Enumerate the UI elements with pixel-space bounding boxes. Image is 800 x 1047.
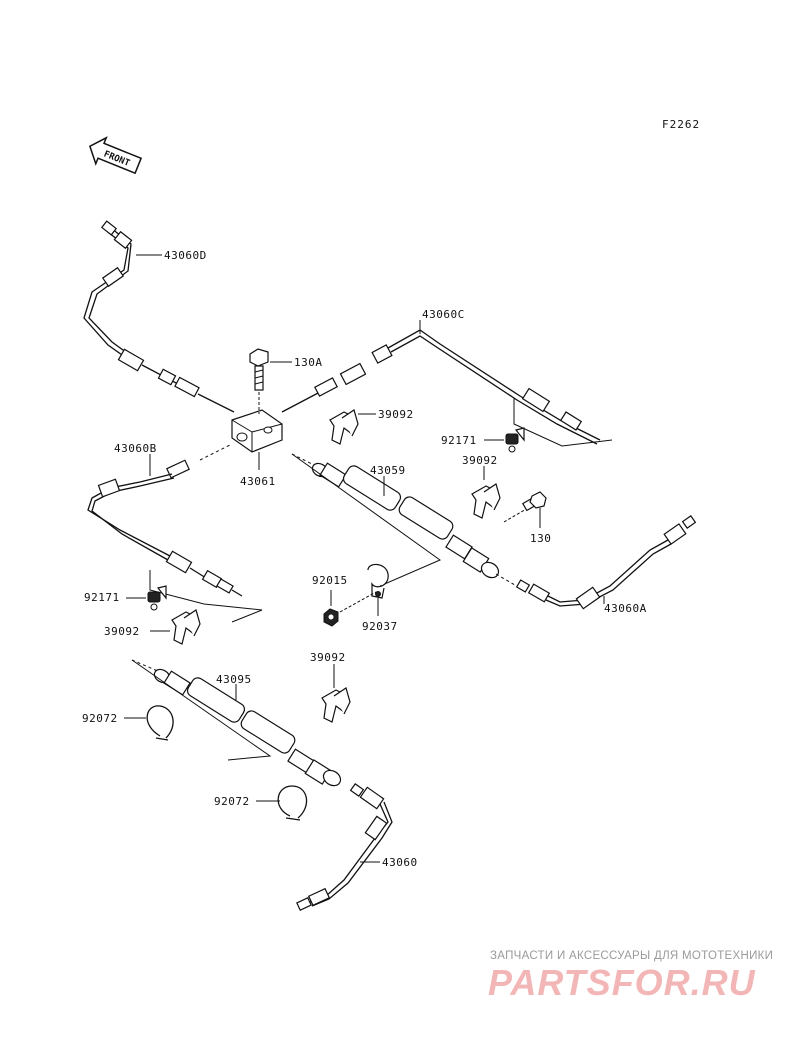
clip-39092-c[interactable] (171, 609, 201, 645)
clip-39092-b[interactable] (471, 483, 501, 519)
watermark-logo: PARTSFOR.RU (488, 962, 756, 1003)
label-92015: 92015 (312, 574, 348, 587)
band-92072-b[interactable] (277, 785, 308, 821)
label-39092-c: 39092 (104, 625, 140, 638)
hose-43060D[interactable] (83, 220, 235, 413)
hose-43060B[interactable] (87, 443, 243, 597)
hose-43095[interactable] (131, 659, 343, 789)
label-43060A: 43060A (604, 602, 647, 615)
figure-code: F2262 (662, 118, 701, 131)
clip-39092-d[interactable] (321, 687, 351, 723)
label-43060D: 43060D (164, 249, 207, 262)
hose-43060A[interactable] (515, 515, 697, 610)
label-43060B: 43060B (114, 442, 157, 455)
leader-bracket-43095 (131, 659, 272, 761)
label-43060C: 43060C (422, 308, 465, 321)
label-39092-b: 39092 (462, 454, 498, 467)
leader-bracket-43060B (149, 570, 263, 623)
junction-block-43061[interactable] (231, 409, 283, 453)
label-130: 130 (530, 532, 551, 545)
band-92072-a[interactable] (146, 705, 174, 741)
label-43061: 43061 (240, 475, 276, 488)
bolt-130A[interactable] (249, 348, 269, 414)
label-92072-b: 92072 (214, 795, 250, 808)
label-43059: 43059 (370, 464, 406, 477)
label-39092-a: 39092 (378, 408, 414, 421)
label-92171-b: 92171 (84, 591, 120, 604)
clamp-92171-b[interactable] (147, 585, 167, 611)
label-43095: 43095 (216, 673, 252, 686)
label-92037: 92037 (362, 620, 398, 633)
leader-bracket-43060C (513, 398, 613, 447)
clamp-92171-a[interactable] (505, 427, 525, 453)
hose-43059[interactable] (291, 453, 521, 589)
leader-bracket-43059 (291, 453, 442, 587)
hose-43060[interactable] (296, 783, 393, 911)
watermark-tagline: ЗАПЧАСТИ И АКСЕССУАРЫ ДЛЯ МОТОТЕХНИКИ (490, 950, 774, 962)
front-direction-arrow-icon: FRONT (88, 136, 143, 175)
clip-39092-a[interactable] (329, 409, 359, 445)
bolt-130[interactable] (503, 491, 547, 523)
nut-92015[interactable] (323, 608, 339, 627)
hose-43060C[interactable] (281, 329, 601, 445)
label-43060: 43060 (382, 856, 418, 869)
label-39092-d: 39092 (310, 651, 346, 664)
label-130A: 130A (294, 356, 323, 369)
label-92171-a: 92171 (441, 434, 477, 447)
clamp-92037[interactable] (339, 563, 389, 613)
label-92072-a: 92072 (82, 712, 118, 725)
